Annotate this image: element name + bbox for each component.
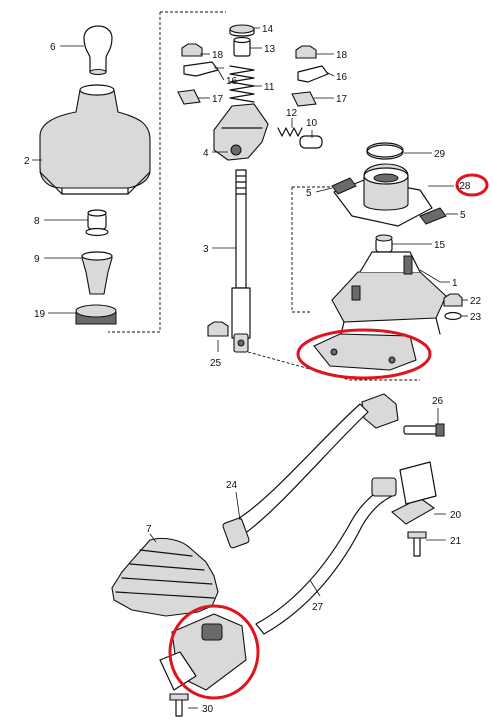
label-9: 9 (34, 254, 40, 265)
label-22: 22 (470, 296, 482, 307)
part-3-shift-lever (231, 169, 251, 353)
leader-lines (32, 27, 468, 709)
label-17-right: 17 (336, 94, 348, 105)
part-labels: 6 2 8 9 19 4 3 14 13 11 18 16 17 18 16 1… (24, 24, 482, 715)
label-18-left: 18 (212, 50, 224, 61)
lower-joint-assembly (159, 613, 247, 691)
part-5-pad-right (419, 207, 447, 225)
part-16-bracket-left (183, 61, 219, 77)
part-30-bolt (169, 693, 189, 717)
label-14: 14 (262, 24, 274, 35)
label-20: 20 (450, 510, 462, 521)
highlight-ellipse-joint (168, 604, 260, 700)
part-17-block-right (291, 91, 317, 107)
label-11: 11 (264, 82, 275, 93)
part-22-nut (443, 293, 463, 307)
part-21-bolt (407, 531, 427, 557)
label-5-right: 5 (460, 210, 466, 221)
label-10: 10 (306, 118, 318, 129)
highlight-circle-28 (455, 173, 489, 197)
label-27: 27 (312, 602, 324, 613)
label-1: 1 (452, 278, 458, 289)
label-21: 21 (450, 536, 462, 547)
part-29-ring (366, 142, 404, 160)
part-27-relay-rod (255, 477, 397, 635)
label-16-right: 16 (336, 72, 348, 83)
label-3: 3 (203, 244, 209, 255)
label-19: 19 (34, 309, 46, 320)
part-7-rubber-boot (111, 537, 219, 617)
part-2-shift-boot (39, 84, 151, 195)
part-20-bracket (391, 461, 437, 525)
part-18-nut-right (295, 45, 317, 59)
label-8: 8 (34, 216, 40, 227)
label-17-left: 17 (212, 94, 224, 105)
upper-clamp-joint (361, 393, 399, 429)
label-24: 24 (226, 480, 238, 491)
part-15-bushing (375, 234, 393, 253)
label-26: 26 (432, 396, 444, 407)
label-12: 12 (286, 108, 298, 119)
label-7: 7 (146, 524, 152, 535)
part-18-nut-left (181, 43, 203, 57)
housing-base-plate (313, 333, 417, 371)
label-30: 30 (202, 704, 214, 715)
label-23: 23 (470, 312, 482, 323)
label-15: 15 (434, 240, 446, 251)
part-9-damper (81, 251, 113, 295)
highlight-markers (168, 173, 489, 700)
label-28: -28 (456, 181, 471, 192)
part-19-ring (75, 304, 117, 325)
part-1-shift-housing (331, 251, 447, 339)
part-5-pad-left (331, 177, 357, 195)
label-18-right: 18 (336, 50, 348, 61)
label-6: 6 (50, 42, 56, 53)
part-16-bracket-right (297, 65, 329, 83)
label-2: 2 (24, 156, 30, 167)
part-10-plunger (299, 135, 323, 149)
part-28-ball-housing (333, 163, 433, 227)
label-13: 13 (264, 44, 276, 55)
part-24-shift-rod (222, 403, 369, 549)
label-29: 29 (434, 149, 446, 160)
part-17-block-left (177, 89, 201, 105)
label-4: 4 (203, 148, 209, 159)
part-23-washer (444, 311, 462, 321)
part-8-bushing (85, 209, 109, 237)
part-25-nut (207, 321, 229, 337)
part-4-lever-housing (213, 103, 269, 161)
highlight-ellipse-housing (296, 328, 432, 380)
label-25: 25 (210, 358, 222, 369)
part-11-spring (229, 65, 255, 103)
part-12-spring (277, 127, 303, 137)
label-5-left: 5 (306, 188, 312, 199)
part-13-sleeve (233, 36, 251, 57)
part-14-cap (229, 24, 255, 37)
part-26-bolt (403, 423, 445, 437)
label-16-left: 16 (226, 76, 238, 87)
part-6-shift-knob (83, 25, 113, 76)
